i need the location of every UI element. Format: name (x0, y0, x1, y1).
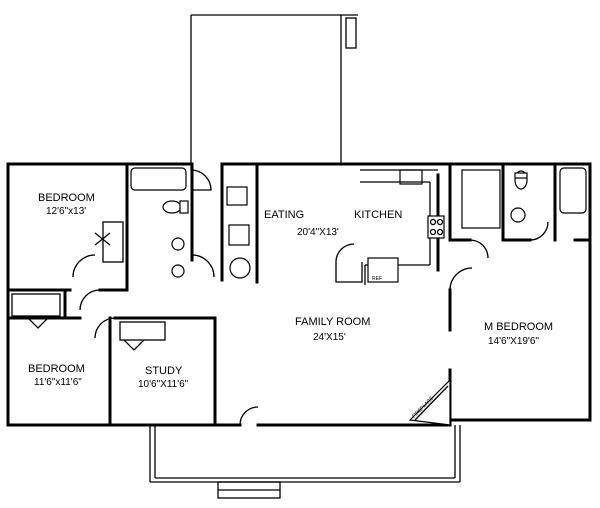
front-porch (149, 425, 461, 499)
rear-patio (190, 14, 358, 170)
sink-icon (171, 169, 526, 279)
closets (11, 221, 166, 351)
room-size: 12'6"x13' (46, 206, 86, 217)
refrigerator: REF (367, 257, 399, 283)
bathtub-icon (130, 167, 587, 229)
room-name: BEDROOM (38, 192, 95, 204)
refrigerator-label: REF (372, 276, 382, 282)
room-name: STUDY (145, 365, 183, 377)
room-study: STUDY 10'6"X11'6" (138, 365, 189, 390)
room-name: BEDROOM (28, 363, 85, 375)
room-name: M BEDROOM (484, 321, 553, 333)
room-name: EATING (264, 209, 304, 221)
door-swing-icon (72, 169, 549, 426)
room-bedroom-2: BEDROOM 11'6"x11'6" (28, 363, 85, 388)
room-size: 11'6"x11'6" (34, 377, 82, 388)
room-name: FAMILY ROOM (295, 316, 370, 328)
pantry (335, 243, 363, 283)
room-bedroom-1: BEDROOM 12'6"x13' (38, 192, 95, 217)
range-icon (427, 215, 445, 239)
room-kitchen: KITCHEN 20'4"X13' (297, 209, 402, 238)
room-eating: EATING (264, 209, 304, 221)
room-size: 20'4"X13' (297, 227, 339, 238)
room-size: 24'X15' (313, 332, 346, 343)
room-master-bedroom: M BEDROOM 14'6"X19'6" (484, 321, 553, 347)
room-size: 10'6"X11'6" (138, 379, 189, 390)
interior-walls (6, 162, 592, 427)
room-family-room: FAMILY ROOM 24'X15' (295, 316, 370, 343)
room-size: 14'6"X19'6" (488, 336, 539, 347)
toilet-icon (162, 170, 528, 214)
room-name: KITCHEN (354, 209, 402, 221)
fireplace-icon: FIREPLACE (408, 378, 451, 426)
